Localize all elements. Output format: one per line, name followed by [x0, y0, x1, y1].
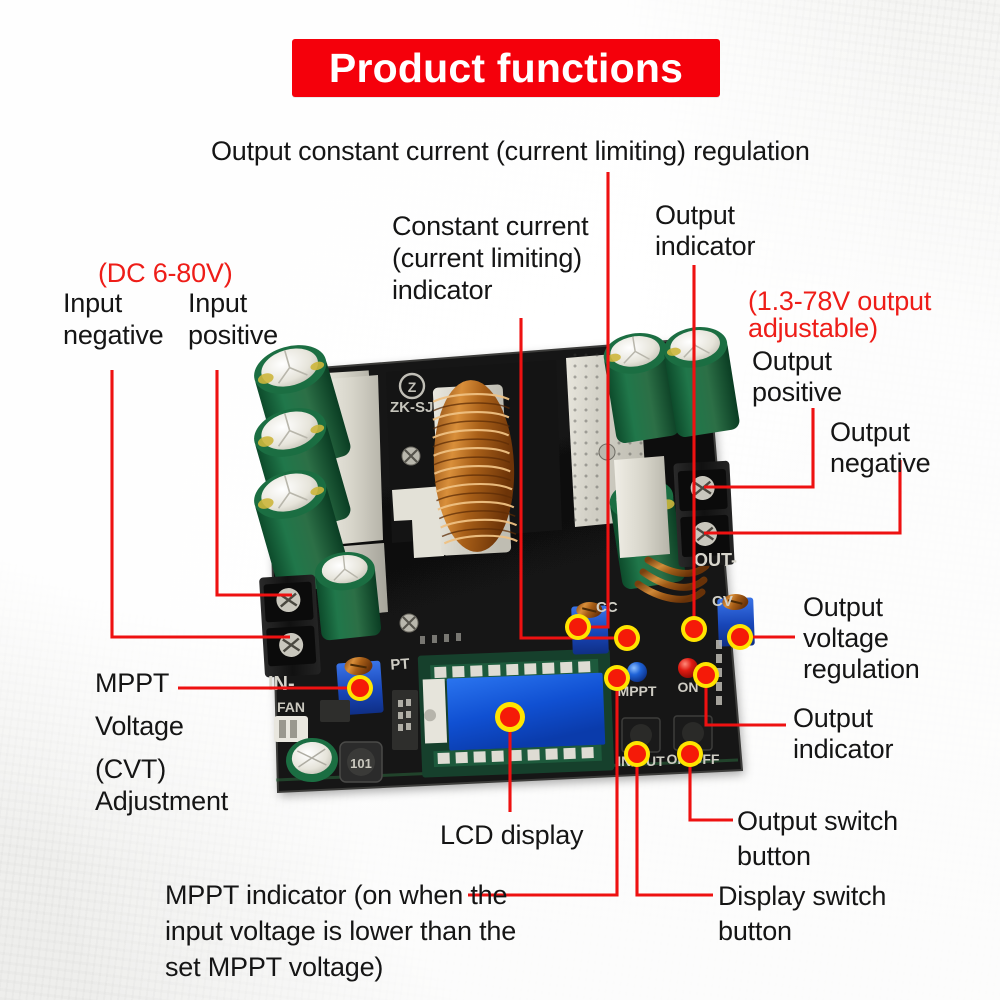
lead-input-negative [110, 370, 290, 639]
label-input-negative-line1: Input [63, 288, 123, 318]
label-output-indicator-top-line2: indicator [655, 231, 756, 261]
label-output-range-line1: (1.3-78V output [748, 286, 932, 316]
label-output-negative-line2: negative [830, 448, 931, 478]
page-title: Product functions [328, 44, 684, 91]
label-output-voltage-regulation-line2: voltage [803, 623, 889, 653]
svg-text:Z: Z [408, 379, 417, 395]
lead-output-negative [704, 460, 902, 535]
label-input-voltage-range: (DC 6-80V) [98, 258, 233, 288]
label-mppt-cvt-line3: (CVT) [95, 754, 166, 784]
callout-dot-mppt-led [604, 665, 630, 691]
callout-dot-mppt-trimmer [347, 675, 373, 701]
callout-dot-output-indicator-top [681, 616, 707, 642]
svg-text:FAN: FAN [277, 699, 305, 715]
label-output-indicator-bottom-line1: Output [793, 703, 873, 733]
lead-cc-indicator [519, 318, 627, 640]
svg-text:PT: PT [390, 656, 410, 674]
svg-text:ON: ON [678, 679, 699, 695]
svg-text:101: 101 [350, 756, 372, 771]
lead-output-switch-button [688, 754, 733, 822]
label-output-voltage-regulation-line1: Output [803, 592, 883, 622]
label-output-positive-line2: positive [752, 377, 842, 407]
label-output-indicator-bottom-line2: indicator [793, 734, 894, 764]
lead-input-positive [215, 370, 292, 597]
label-output-positive-line1: Output [752, 346, 832, 376]
label-mppt-cvt-line1: MPPT [95, 668, 170, 698]
label-cc-indicator-line2: (current limiting) [392, 243, 582, 273]
callout-dot-cv-trimmer [727, 624, 753, 650]
callout-dot-on-led [693, 662, 719, 688]
label-mppt-cvt-line4: Adjustment [95, 786, 229, 816]
callout-dot-on-off-button [677, 741, 703, 767]
svg-text:MPPT: MPPT [618, 683, 657, 699]
lead-output-indicator-bottom [704, 675, 786, 727]
label-lcd-display: LCD display [440, 820, 584, 850]
label-cc-indicator-line1: Constant current [392, 211, 589, 241]
label-input-positive-line1: Input [188, 288, 248, 318]
callout-dot-cc-trimmer [565, 614, 591, 640]
page-title-banner: Product functions [292, 39, 720, 97]
callout-dot-lcd-center [495, 702, 525, 732]
svg-text:CV: CV [712, 593, 733, 610]
label-mppt-indicator-line1: MPPT indicator (on when the [165, 880, 508, 910]
label-output-switch-button-line1: Output switch [737, 806, 898, 836]
label-display-switch-button-line1: Display switch [718, 881, 887, 911]
lead-mppt-indicator [468, 678, 619, 897]
lead-display-switch-button [635, 754, 713, 897]
callout-dot-in-out-button [624, 741, 650, 767]
label-output-voltage-regulation-line3: regulation [803, 654, 920, 684]
svg-text:OUT-: OUT- [694, 550, 737, 570]
label-output-range-line2: adjustable) [748, 313, 878, 343]
label-mppt-indicator-line3: set MPPT voltage) [165, 952, 384, 982]
label-output-cc-regulation: Output constant current (current limitin… [211, 136, 810, 166]
label-input-negative-line2: negative [63, 320, 164, 350]
label-mppt-cvt-line2: Voltage [95, 711, 184, 741]
label-input-positive-line2: positive [188, 320, 278, 350]
label-cc-indicator-line3: indicator [392, 275, 493, 305]
label-output-negative-line1: Output [830, 417, 910, 447]
label-output-switch-button-line2: button [737, 841, 811, 871]
callout-dot-cc-indicator-led [614, 625, 640, 651]
lead-output-positive [704, 408, 815, 489]
label-output-indicator-top-line1: Output [655, 200, 735, 230]
label-mppt-indicator-line2: input voltage is lower than the [165, 916, 517, 946]
label-display-switch-button-line2: button [718, 916, 792, 946]
